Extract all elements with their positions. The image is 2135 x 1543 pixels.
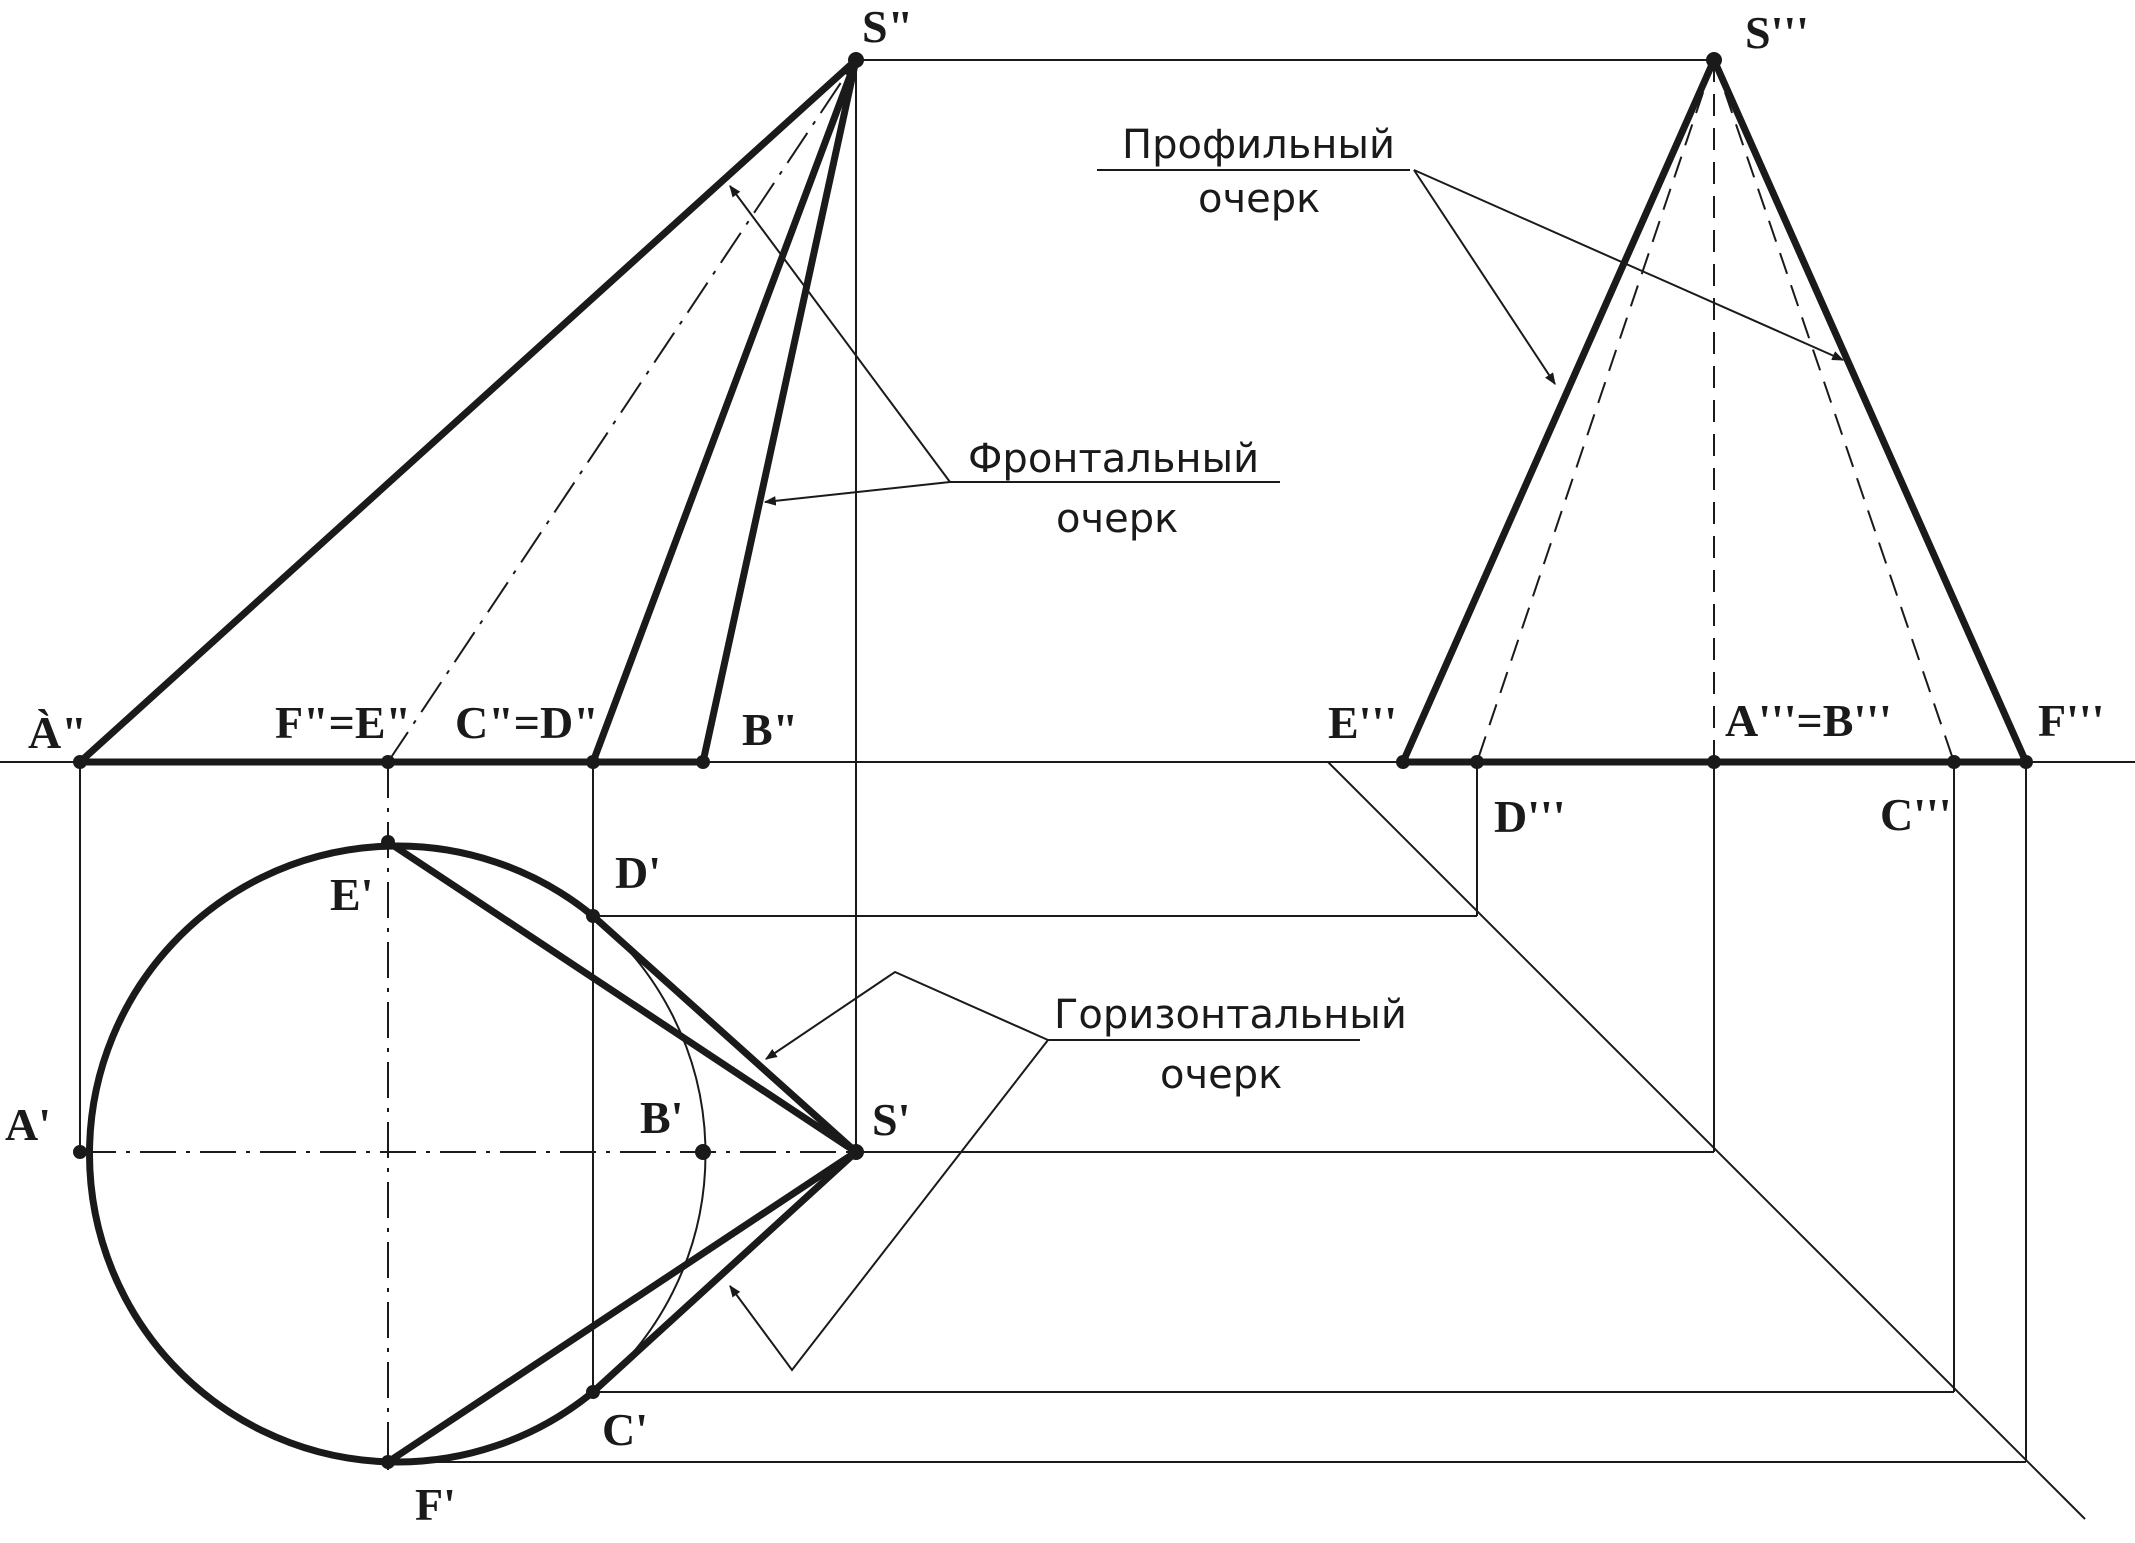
mitre-line bbox=[1327, 761, 2086, 1520]
frontal-view bbox=[76, 56, 860, 766]
frontal-generator-a bbox=[76, 56, 860, 766]
label-s3: S''' bbox=[1745, 7, 1809, 58]
horizontal-leader-top bbox=[765, 970, 1049, 1060]
point-a1 bbox=[73, 1145, 87, 1159]
point-e3 bbox=[1396, 755, 1410, 769]
horizontal-tangent-f bbox=[384, 1148, 860, 1466]
horizontal-generator-d bbox=[589, 912, 860, 1156]
point-c2d2 bbox=[586, 755, 600, 769]
label-d3: D''' bbox=[1494, 791, 1566, 842]
point-c1 bbox=[586, 1385, 600, 1399]
horizontal-leader-bottom bbox=[729, 1039, 1049, 1372]
frontal-generator-b bbox=[699, 56, 860, 766]
frontal-generator-cd bbox=[589, 56, 860, 766]
point-b2 bbox=[696, 755, 710, 769]
label-d1: D' bbox=[615, 847, 661, 898]
label-f2e2: F"=E" bbox=[275, 697, 411, 748]
label-c2d2: C"=D" bbox=[455, 697, 599, 748]
frontal-leader-a bbox=[729, 185, 951, 483]
point-s1 bbox=[848, 1144, 864, 1160]
caption-profile-line2: очерк bbox=[1198, 176, 1320, 222]
point-b1 bbox=[695, 1144, 711, 1160]
base-circle-outline bbox=[86, 842, 597, 1466]
captions: Профильный очерк Фронтальный очерк Гориз… bbox=[968, 122, 1407, 1098]
profile-generator-f bbox=[1710, 56, 2030, 766]
point-f3 bbox=[2019, 755, 2033, 769]
horizontal-tangent-e bbox=[384, 838, 860, 1156]
profile-hidden-left bbox=[1476, 59, 1715, 763]
frontal-leader-b bbox=[763, 481, 951, 506]
label-s2: S" bbox=[862, 1, 913, 52]
label-b1: B' bbox=[640, 1092, 683, 1143]
point-s2 bbox=[848, 52, 864, 68]
label-a1: A' bbox=[5, 1099, 51, 1150]
horizontal-generator-c bbox=[589, 1148, 860, 1396]
point-d3 bbox=[1470, 755, 1484, 769]
profile-leader-right bbox=[1413, 169, 1845, 361]
leader-lines bbox=[729, 169, 1845, 1372]
label-ab3: A'''=B''' bbox=[1725, 695, 1892, 746]
label-e1: E' bbox=[330, 869, 373, 920]
caption-frontal-line1: Фронтальный bbox=[968, 436, 1259, 482]
point-a2 bbox=[73, 755, 87, 769]
label-s1: S' bbox=[872, 1094, 910, 1145]
point-c3 bbox=[1947, 755, 1961, 769]
label-e3: E''' bbox=[1328, 697, 1397, 748]
profile-leader-left bbox=[1413, 169, 1556, 386]
construction-lines bbox=[0, 59, 2135, 1520]
points bbox=[73, 52, 2033, 1469]
point-labels: S" S''' À" F"=E" C"=D" B" E''' A'''=B'''… bbox=[5, 1, 2104, 1530]
axis-lines bbox=[80, 59, 857, 1470]
point-f2e2 bbox=[381, 755, 395, 769]
point-ab3 bbox=[1707, 755, 1721, 769]
frontal-axis-line bbox=[387, 59, 857, 763]
label-c3: C''' bbox=[1880, 789, 1952, 840]
caption-profile-line1: Профильный bbox=[1122, 122, 1395, 168]
label-a2: À" bbox=[28, 707, 87, 758]
point-f1 bbox=[381, 1455, 395, 1469]
label-c1: C' bbox=[602, 1404, 648, 1455]
caption-horizontal-line1: Горизонтальный bbox=[1054, 992, 1407, 1038]
caption-frontal-line2: очерк bbox=[1056, 496, 1178, 542]
label-f1: F' bbox=[415, 1479, 456, 1530]
label-f3: F''' bbox=[2038, 695, 2104, 746]
point-d1 bbox=[586, 909, 600, 923]
label-b2: B" bbox=[742, 704, 798, 755]
hidden-lines bbox=[1476, 59, 1955, 763]
point-s3 bbox=[1706, 52, 1722, 68]
profile-generator-e bbox=[1399, 56, 1718, 766]
profile-hidden-right bbox=[1713, 59, 1955, 763]
point-e1 bbox=[381, 835, 395, 849]
caption-horizontal-line2: очерк bbox=[1160, 1052, 1282, 1098]
